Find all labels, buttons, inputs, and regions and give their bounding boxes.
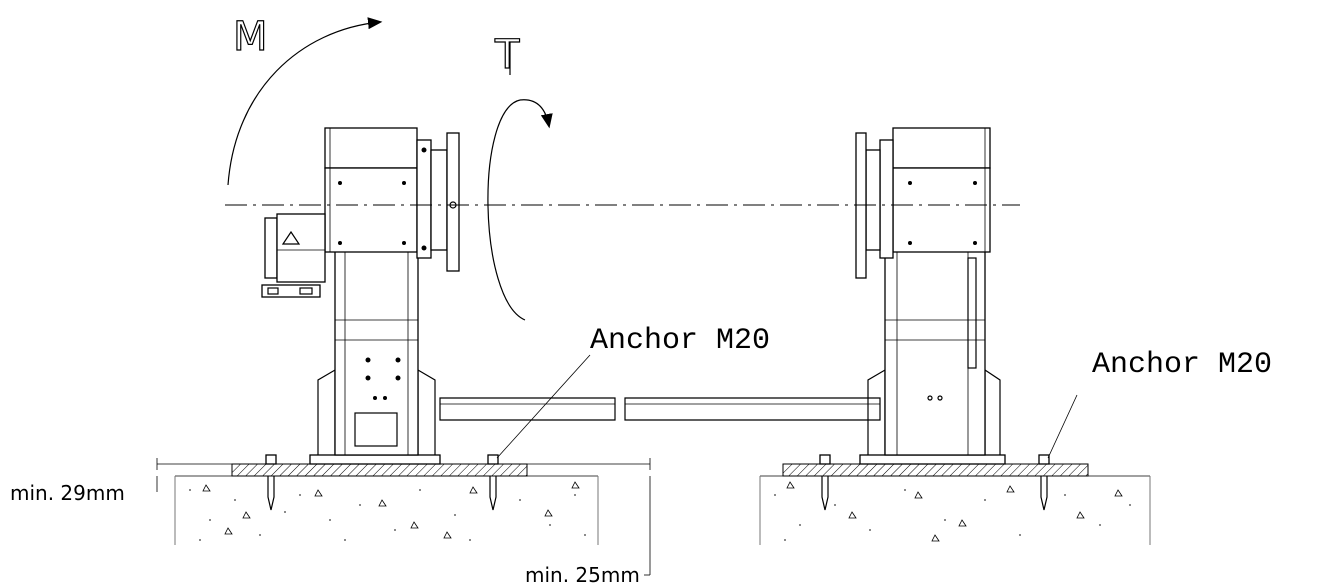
base-plate-right xyxy=(782,463,1089,477)
foundation-left xyxy=(174,475,599,545)
dimension-min-25 xyxy=(644,476,651,576)
anchor-leader-right xyxy=(1047,394,1078,459)
torque-label: T xyxy=(494,32,520,78)
torque-arrow xyxy=(519,99,553,129)
connecting-bed xyxy=(439,397,881,421)
anchor-leader-left xyxy=(496,354,591,459)
headstock-left xyxy=(261,127,460,465)
dimension-label-min-29: min. 29mm xyxy=(10,481,125,505)
tailstock-right xyxy=(855,127,1006,465)
foundation-right xyxy=(759,475,1151,545)
anchor-bolt xyxy=(819,454,831,511)
anchor-bolt xyxy=(265,454,277,511)
anchor-bolt xyxy=(487,454,499,511)
anchor-label-left: Anchor M20 xyxy=(590,324,770,358)
dimension-min-29 xyxy=(156,458,651,492)
dimension-label-min-25: min. 25mm xyxy=(525,563,640,586)
moment-label: M xyxy=(233,14,268,60)
anchor-label-right: Anchor M20 xyxy=(1092,348,1272,382)
anchor-bolt xyxy=(1038,454,1050,511)
moment-arrow xyxy=(227,17,383,186)
base-plate-left xyxy=(231,463,528,477)
torque-arc-back xyxy=(487,99,526,321)
